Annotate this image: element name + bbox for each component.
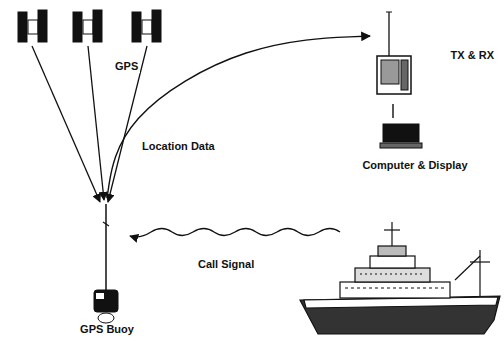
computer-display (380, 124, 422, 148)
satellite (18, 10, 161, 42)
computer-node: Computer & Display (345, 118, 485, 172)
call-signal-wave (130, 229, 340, 237)
gps-buoy-symbol (94, 204, 118, 323)
node-label: GPS Buoy (80, 323, 134, 336)
edge-label: Location Data (140, 140, 217, 153)
tx-rx-station (377, 12, 411, 94)
node-label: TX & RX (451, 49, 494, 62)
station-node: TX & RX (370, 8, 494, 104)
ship (300, 222, 500, 334)
buoy-node: GPS Buoy (58, 198, 156, 336)
node-label: Computer & Display (362, 159, 467, 172)
connector (107, 36, 370, 198)
connector (392, 104, 393, 118)
signal-label: Call Signal (196, 258, 256, 271)
signal-label: GPS (113, 60, 140, 73)
gps-signal-arrows (32, 46, 147, 202)
